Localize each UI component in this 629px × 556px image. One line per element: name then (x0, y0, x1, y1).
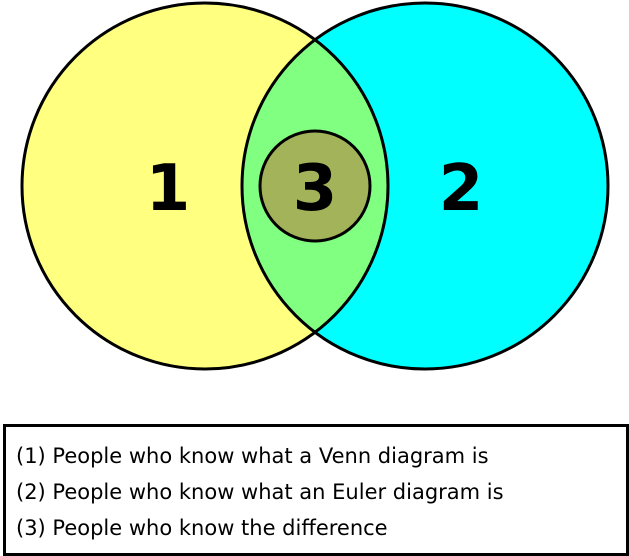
legend-item-2: (2) People who know what an Euler diagra… (16, 480, 504, 504)
set-1-label: 1 (146, 152, 191, 226)
set-3-circle (258, 129, 372, 243)
set-2-label: 2 (439, 152, 484, 226)
legend-item-1: (1) People who know what a Venn diagram … (16, 444, 489, 468)
legend-box: (1) People who know what a Venn diagram … (3, 424, 629, 556)
set-1-outline (20, 1, 390, 371)
overlap-region (242, 3, 388, 369)
set-3-label: 3 (293, 152, 338, 226)
set-2-outline (240, 1, 610, 371)
legend-item-3: (3) People who know the difference (16, 516, 388, 540)
